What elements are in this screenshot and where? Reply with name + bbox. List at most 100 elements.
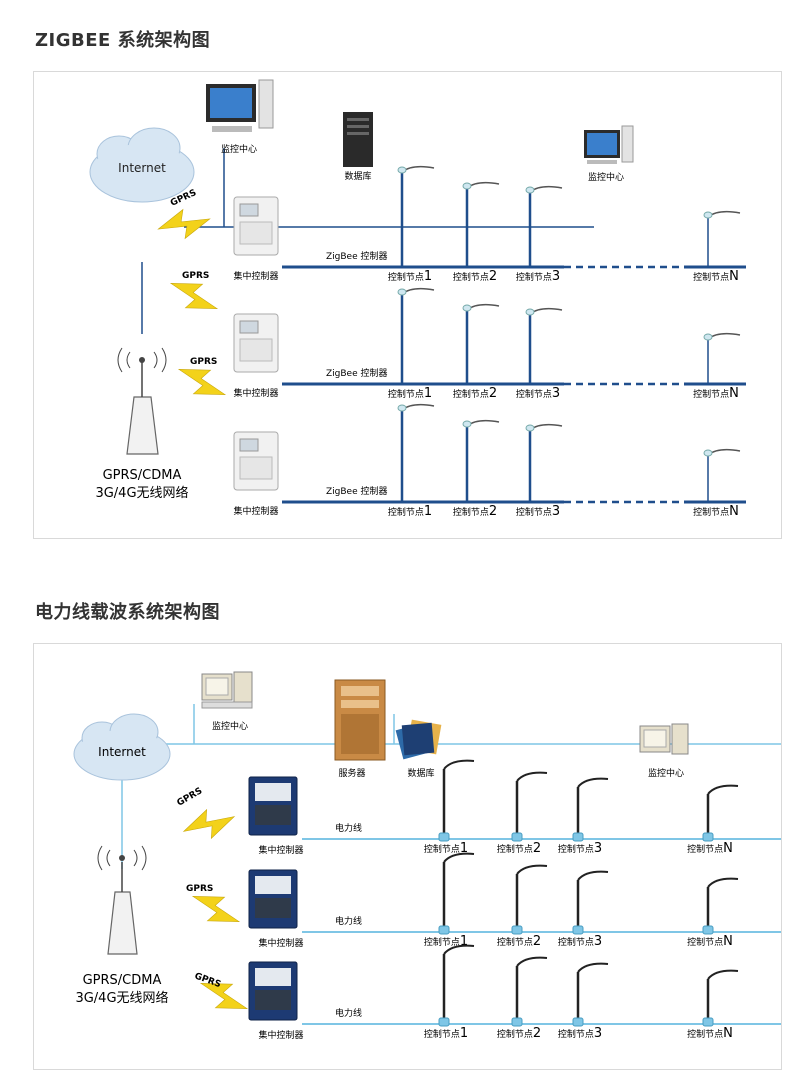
concentrator-label: 集中控制器 (258, 844, 303, 856)
street-light-pole-icon (397, 403, 435, 502)
street-light-pole-icon (462, 419, 500, 502)
street-light-pole-icon (703, 210, 741, 267)
monitor-computer-icon (206, 79, 274, 132)
street-light-pole-icon (572, 962, 609, 1027)
control-node-label: 控制节点2 (453, 386, 497, 401)
street-light-pole-icon (702, 969, 739, 1027)
control-node-label: 控制节点3 (516, 504, 560, 519)
control-node-label: 控制节点3 (558, 841, 602, 856)
street-light-pole-icon (525, 185, 563, 267)
concentrator-label: 集中控制器 (258, 937, 303, 949)
internet-label: Internet (118, 161, 166, 175)
street-light-pole-icon (397, 287, 435, 384)
control-node-label: 控制节点3 (558, 934, 602, 949)
concentrator-label: 集中控制器 (233, 387, 278, 399)
concentrator-device-icon (233, 431, 279, 491)
power-line-label: 电力线 (335, 915, 362, 927)
control-node-label: 控制节点1 (388, 386, 432, 401)
street-light-pole-icon (702, 877, 739, 935)
internet-cloud-icon (73, 713, 171, 781)
server-icon (334, 679, 386, 761)
server-label: 服务器 (338, 767, 365, 779)
plc-diagram-title: 电力线载波系统架构图 (35, 602, 220, 623)
street-light-pole-icon (702, 784, 739, 842)
bus-label: ZigBee 控制器 (326, 367, 388, 379)
street-light-pole-icon (525, 423, 563, 502)
control-node-label: 控制节点1 (424, 1026, 468, 1041)
monitor-computer-right-icon (584, 125, 634, 164)
database-label: 数据库 (344, 170, 371, 182)
control-node-label: 控制节点N (693, 386, 739, 401)
gprs-label: GPRS (190, 357, 217, 367)
street-light-pole-icon (511, 864, 548, 935)
wireless-tower-icon (97, 845, 147, 955)
concentrator-label: 集中控制器 (258, 1029, 303, 1041)
monitor-computer-right-icon (639, 723, 689, 755)
control-node-label: 控制节点3 (516, 269, 560, 284)
concentrator-device-icon (248, 869, 298, 929)
street-light-pole-icon (462, 303, 500, 384)
lightning-bolt-icon (199, 983, 249, 1009)
control-node-label: 控制节点1 (388, 269, 432, 284)
control-node-label: 控制节点2 (453, 504, 497, 519)
control-node-label: 控制节点N (693, 269, 739, 284)
control-node-label: 控制节点N (687, 1026, 733, 1041)
database-disks-icon (395, 719, 442, 760)
street-light-pole-icon (572, 777, 609, 842)
network-label-line1: GPRS/CDMA (83, 973, 162, 988)
monitor-computer-icon (201, 671, 253, 709)
lightning-bolt-icon (177, 369, 227, 395)
street-light-pole-icon (511, 771, 548, 842)
network-label-line2: 3G/4G无线网络 (75, 990, 168, 1006)
control-node-label: 控制节点2 (497, 841, 541, 856)
concentrator-device-icon (248, 961, 298, 1021)
internet-cloud-icon (89, 127, 195, 203)
plc-diagram-canvas: Internet 监控中心 服务器 数据库 监控中心 GPRS/CDMA 3G/… (73, 671, 781, 1041)
gprs-label: GPRS (176, 786, 205, 808)
monitor-center-left-label: 监控中心 (212, 720, 248, 732)
concentrator-label: 集中控制器 (233, 270, 278, 282)
power-line-label: 电力线 (335, 822, 362, 834)
concentrator-device-icon (248, 776, 298, 836)
street-light-pole-icon (438, 759, 475, 842)
street-light-pole-icon (703, 448, 741, 502)
control-node-label: 控制节点2 (497, 934, 541, 949)
bus-label: ZigBee 控制器 (326, 250, 388, 262)
street-light-pole-icon (572, 870, 609, 935)
street-light-pole-icon (438, 944, 475, 1027)
network-label-line2: 3G/4G无线网络 (95, 485, 188, 501)
zigbee-diagram-title: ZIGBEE 系统架构图 (35, 30, 211, 51)
street-light-pole-icon (525, 307, 563, 384)
control-node-label: 控制节点1 (424, 934, 468, 949)
control-node-label: 控制节点N (693, 504, 739, 519)
monitor-center-left-label: 监控中心 (221, 143, 257, 155)
internet-label: Internet (98, 745, 146, 759)
lightning-bolt-icon (191, 896, 241, 922)
monitor-center-right-label: 监控中心 (648, 767, 684, 779)
street-light-pole-icon (462, 181, 500, 267)
network-label-line1: GPRS/CDMA (103, 468, 182, 483)
zigbee-diagram-canvas: Internet 监控中心 数据库 监控中心 GPRS/CDMA 3G/4G无线… (89, 79, 746, 519)
zigbee-diagram-panel: Internet 监控中心 数据库 监控中心 GPRS/CDMA 3G/4G无线… (33, 71, 782, 539)
monitor-center-right-label: 监控中心 (588, 171, 624, 183)
gprs-label: GPRS (182, 271, 209, 281)
database-label: 数据库 (407, 767, 434, 779)
bus-label: ZigBee 控制器 (326, 485, 388, 497)
control-node-label: 控制节点3 (516, 386, 560, 401)
control-node-label: 控制节点N (687, 934, 733, 949)
concentrator-device-icon (233, 313, 279, 373)
control-node-label: 控制节点1 (388, 504, 432, 519)
control-node-label: 控制节点N (687, 841, 733, 856)
concentrator-device-icon (233, 196, 279, 256)
wireless-tower-icon (117, 347, 167, 455)
control-node-label: 控制节点1 (424, 841, 468, 856)
plc-diagram-panel: Internet 监控中心 服务器 数据库 监控中心 GPRS/CDMA 3G/… (33, 643, 782, 1070)
concentrator-label: 集中控制器 (233, 505, 278, 517)
control-node-label: 控制节点2 (497, 1026, 541, 1041)
